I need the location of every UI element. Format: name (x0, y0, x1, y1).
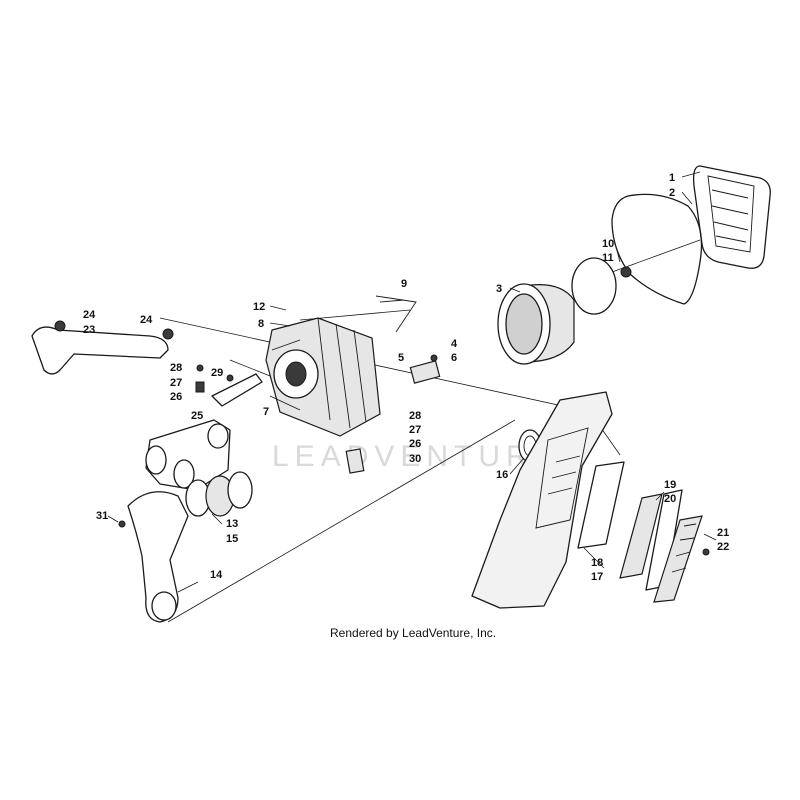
callout-14: 14 (210, 569, 223, 581)
callout-15: 15 (226, 533, 238, 545)
callout-17: 17 (591, 571, 603, 583)
callout-labels: 1 2 3 4 5 6 7 8 9 10 11 12 13 14 15 16 1… (83, 172, 729, 583)
callout-24b: 24 (140, 314, 153, 326)
callout-31: 31 (96, 510, 108, 522)
diagram-caption: Rendered by LeadVenture, Inc. (330, 626, 496, 640)
intake-duct (118, 491, 189, 623)
callout-25: 25 (191, 410, 203, 422)
callout-5: 5 (398, 352, 404, 364)
vent-grilles (619, 489, 710, 603)
spacer-sleeve (345, 448, 365, 474)
callout-27b: 27 (409, 424, 421, 436)
callout-leaders (107, 171, 717, 593)
side-panel (471, 391, 625, 609)
callout-28a: 28 (170, 362, 182, 374)
bracket-hardware (195, 364, 263, 407)
callout-11: 11 (602, 252, 614, 264)
callout-12: 12 (253, 301, 265, 313)
callout-2: 2 (669, 187, 675, 199)
callout-19: 19 (664, 479, 676, 491)
sensor-block (409, 354, 441, 384)
air-filter-element (497, 283, 575, 365)
callout-7: 7 (263, 406, 269, 418)
callout-8: 8 (258, 318, 264, 330)
callout-1: 1 (669, 172, 675, 184)
callout-23: 23 (83, 324, 95, 336)
callout-27a: 27 (170, 377, 182, 389)
callout-16: 16 (496, 469, 508, 481)
callout-9: 9 (401, 278, 407, 290)
callout-29: 29 (211, 367, 223, 379)
callout-26a: 26 (170, 391, 182, 403)
callout-13: 13 (226, 518, 238, 530)
assembly-lines (159, 239, 701, 623)
callout-4: 4 (451, 338, 458, 350)
watermark-text: LEADVENTURE (272, 440, 560, 473)
callout-6: 6 (451, 352, 457, 364)
callout-26b: 26 (409, 438, 421, 450)
callout-20: 20 (664, 493, 676, 505)
callout-21: 21 (717, 527, 729, 539)
callout-30: 30 (409, 453, 421, 465)
callout-10: 10 (602, 238, 614, 250)
callout-28b: 28 (409, 410, 421, 422)
filter-cover-assembly (611, 165, 771, 305)
callout-22: 22 (717, 541, 729, 553)
bracket-rod (375, 295, 417, 333)
callout-3: 3 (496, 283, 502, 295)
airbox-housing (265, 317, 381, 437)
clamp-coupler (185, 471, 253, 517)
breather-hose (31, 320, 174, 375)
callout-18: 18 (591, 557, 603, 569)
filter-disc (571, 257, 617, 315)
callout-24a: 24 (83, 309, 96, 321)
